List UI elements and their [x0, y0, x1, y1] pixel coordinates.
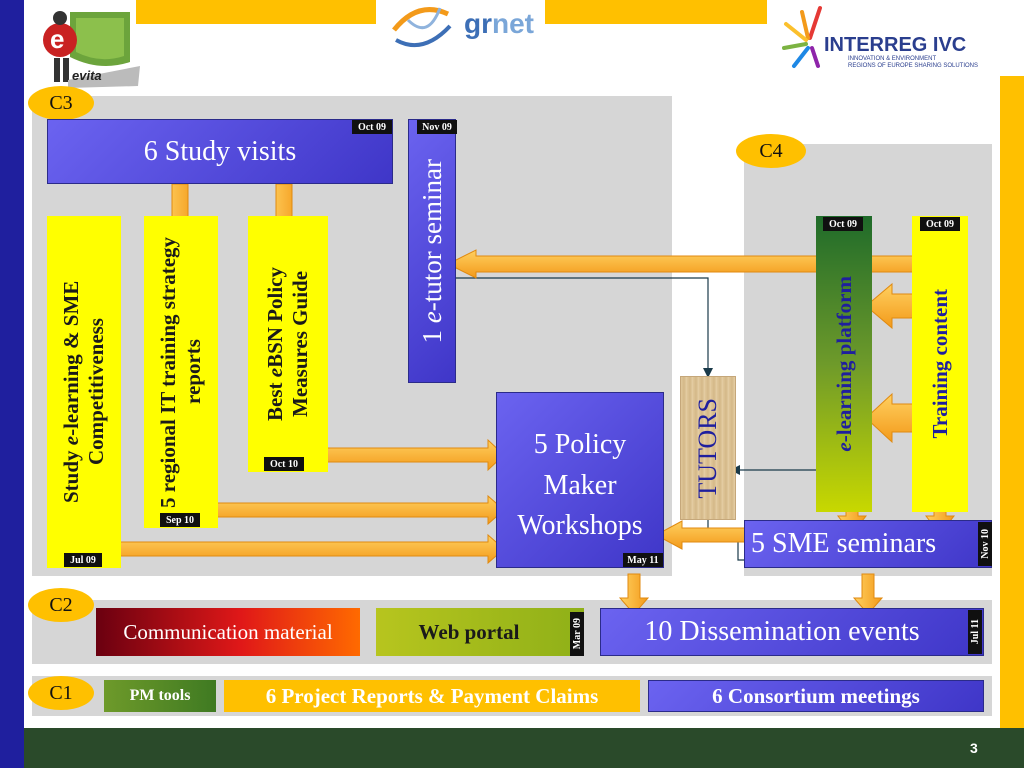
tutors-box: TUTORS [680, 376, 736, 520]
study-elearning-box: Study e-learning & SME Competitiveness [47, 216, 121, 568]
communication-material-label: Communication material [123, 619, 333, 644]
top-gold-bar-left [136, 0, 376, 24]
policy-workshops-date: May 11 [623, 553, 663, 567]
footer-bar [24, 728, 1024, 768]
grnet-logo: grnet [388, 0, 538, 55]
regional-reports-date: Sep 10 [160, 513, 200, 527]
consortium-meetings-box: 6 Consortium meetings [648, 680, 984, 712]
grnet-logo-text: grnet [464, 8, 534, 40]
pm-tools-box: PM tools [104, 680, 216, 712]
policy-workshops-line1: 5 Policy [533, 429, 627, 460]
interreg-rays-icon [782, 6, 822, 68]
evita-logo-text: evita [72, 68, 102, 83]
sme-seminars-date-text: Nov 10 [979, 529, 991, 559]
sme-seminars-date: Nov 10 [978, 522, 992, 566]
interreg-sub2: REGIONS OF EUROPE SHARING SOLUTIONS [848, 63, 979, 69]
elearning-platform-label: e-learning platform [832, 276, 857, 452]
arrow-workshops-to-dissemination [618, 573, 650, 615]
study-visits-date: Oct 09 [352, 120, 392, 134]
consortium-meetings-label: 6 Consortium meetings [712, 683, 920, 708]
dissemination-events-label: 10 Dissemination events [644, 616, 920, 647]
arrow-sme-to-dissemination [852, 573, 884, 615]
policy-workshops-line2: Maker [543, 469, 617, 501]
study-visits-box: 6 Study visits [47, 119, 393, 184]
study-elearning-date: Jul 09 [64, 553, 102, 567]
study-visits-label: 6 Study visits [143, 135, 297, 167]
training-content-box: Training content [912, 216, 968, 512]
tutor-seminar-suffix: -tutor seminar [416, 158, 447, 311]
arrow-regional-to-workshops [207, 494, 505, 526]
dissemination-date-text: Jul 11 [969, 619, 981, 645]
training-content-date: Oct 09 [920, 217, 960, 231]
connector-arrowhead-tutors [703, 368, 713, 378]
top-gold-bar-right [545, 0, 767, 24]
communication-material-box: Communication material [96, 608, 360, 656]
grnet-net: net [492, 8, 534, 39]
connector-line-tutor-to-tutors [455, 277, 709, 372]
study-elearning-label: Study e-learning & SME Competitiveness [59, 216, 109, 568]
grnet-swirl-icon [392, 7, 452, 48]
evita-logo: e evita [30, 2, 145, 90]
tutor-seminar-e: e [416, 310, 447, 323]
regional-reports-label: 5 regional IT training strategy reports [155, 236, 205, 508]
training-content-label: Training content [927, 289, 952, 439]
web-portal-date: Mar 09 [570, 612, 584, 656]
elearning-platform-text: -learning platform [831, 276, 856, 443]
interreg-title: INTERREG IVC [824, 34, 967, 56]
c2-label: C2 [28, 588, 94, 622]
interreg-sub1: INNOVATION & ENVIRONMENT [848, 56, 937, 62]
left-navy-bar [0, 0, 24, 768]
best-ebsn-a: Best [262, 377, 287, 422]
tutor-seminar-label: 1 e-tutor seminar [417, 159, 448, 343]
dissemination-date: Jul 11 [968, 610, 982, 654]
grnet-gr: gr [464, 8, 492, 39]
elearning-platform-e: e [831, 442, 856, 452]
evita-logo-e: e [50, 24, 65, 54]
study-elearning-e: e [58, 436, 83, 446]
web-portal-date-text: Mar 09 [571, 618, 583, 650]
best-ebsn-date: Oct 10 [264, 457, 304, 471]
best-ebsn-box: Best eBSN Policy Measures Guide [248, 216, 328, 472]
arrow-content-to-platform-2 [865, 392, 919, 444]
dissemination-events-box: 10 Dissemination events [600, 608, 984, 656]
arrow-sme-to-workshops [654, 520, 751, 550]
evita-logo-graphic [43, 11, 140, 88]
c3-label: C3 [28, 86, 94, 120]
arrow-content-to-platform-1 [865, 282, 919, 330]
tutor-seminar-date: Nov 09 [417, 120, 457, 134]
project-reports-label: 6 Project Reports & Payment Claims [265, 683, 599, 708]
pm-tools-label: PM tools [129, 687, 191, 704]
tutor-seminar-prefix: 1 [416, 322, 447, 344]
best-ebsn-e: e [262, 367, 287, 378]
page-number: 3 [970, 740, 978, 756]
tutor-seminar-box: 1 e-tutor seminar [408, 119, 456, 383]
c1-label: C1 [28, 676, 94, 710]
sme-seminars-label: 5 SME seminars [751, 528, 937, 559]
sme-seminars-box: 5 SME seminars [744, 520, 992, 568]
best-ebsn-label: Best eBSN Policy Measures Guide [263, 224, 313, 464]
elearning-platform-box: e-learning platform [816, 216, 872, 512]
regional-reports-box: 5 regional IT training strategy reports [144, 216, 218, 528]
web-portal-label: Web portal [418, 619, 520, 644]
arrow-study-to-workshops [111, 533, 505, 565]
project-reports-box: 6 Project Reports & Payment Claims [224, 680, 640, 712]
policy-workshops-box: 5 Policy Maker Workshops [496, 392, 664, 568]
arrow-best-to-workshops [319, 438, 505, 472]
right-gold-bar [1000, 76, 1024, 768]
web-portal-box: Web portal [376, 608, 584, 656]
policy-workshops-line3: Workshops [517, 510, 643, 542]
interreg-logo: INTERREG IVC INNOVATION & ENVIRONMENT RE… [780, 4, 1000, 70]
elearning-platform-date: Oct 09 [823, 217, 863, 231]
study-elearning-a: Study [58, 445, 83, 504]
c4-label: C4 [736, 134, 806, 168]
tutors-label: TUTORS [693, 397, 722, 499]
